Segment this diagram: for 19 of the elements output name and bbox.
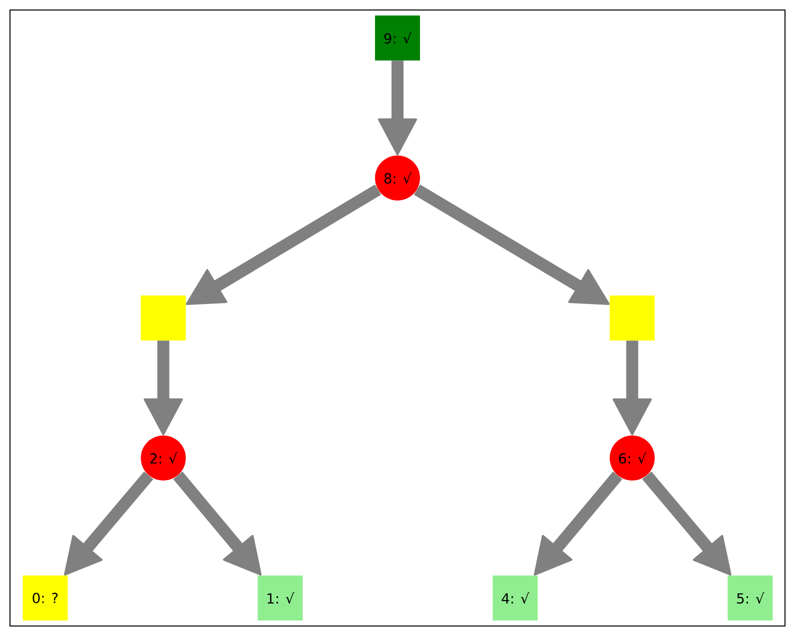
- square-node: 4: √: [492, 575, 538, 620]
- arrow: [378, 60, 418, 156]
- arrow: [414, 184, 610, 305]
- arrow: [173, 472, 262, 576]
- square-node: [140, 295, 186, 340]
- arrow: [612, 340, 652, 436]
- square-node: 9: √: [375, 15, 420, 60]
- square-node: 1: √: [258, 575, 303, 620]
- arrow: [642, 471, 732, 576]
- circle-node: 2: √: [140, 435, 186, 480]
- circle-node: 8: √: [375, 156, 420, 200]
- square-node: [610, 295, 655, 340]
- circle-node: 6: √: [610, 435, 655, 480]
- square-node: 0: ?: [22, 575, 68, 620]
- arrow: [534, 472, 622, 576]
- arrow: [64, 471, 154, 576]
- arrow: [144, 340, 183, 436]
- square-node: 5: √: [728, 575, 773, 620]
- arrow: [186, 184, 382, 305]
